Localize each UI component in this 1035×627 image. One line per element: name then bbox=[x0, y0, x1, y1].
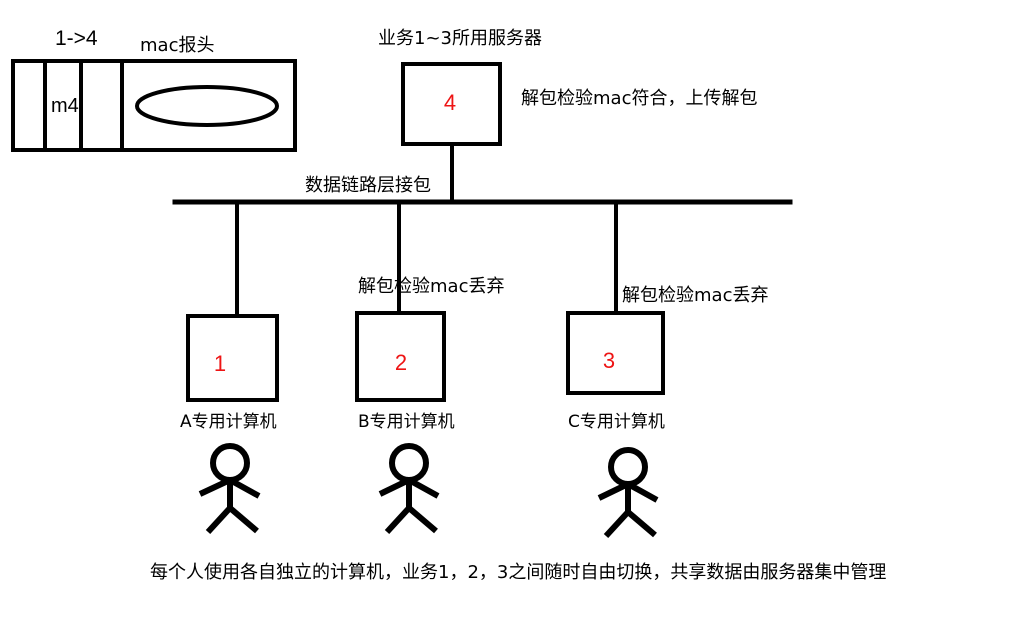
packet-diagram: 1->4 mac报头 m4 bbox=[11, 27, 297, 152]
node-a-number: 1 bbox=[214, 351, 226, 376]
node-b-number: 2 bbox=[395, 350, 407, 375]
node-c-number: 3 bbox=[603, 348, 615, 373]
network-bus: 数据链路层接包 bbox=[172, 175, 793, 205]
server-number: 4 bbox=[444, 90, 456, 115]
packet-payload-ellipse bbox=[135, 85, 279, 127]
stick-figure-b bbox=[378, 443, 440, 535]
node-a[interactable]: 1 A专用计算机 bbox=[180, 202, 279, 432]
packet-outer-box bbox=[11, 59, 297, 152]
node-b[interactable]: 解包检验mac丢弃 2 B专用计算机 bbox=[355, 202, 504, 432]
node-b-note: 解包检验mac丢弃 bbox=[358, 276, 504, 297]
packet-direction-label: 1->4 bbox=[55, 27, 98, 50]
node-c[interactable]: 解包检验mac丢弃 3 C专用计算机 bbox=[566, 202, 768, 432]
packet-cell-m4: m4 bbox=[51, 95, 79, 117]
stick-figure-a bbox=[198, 443, 261, 535]
stick-figure-c bbox=[597, 447, 659, 539]
mac-header-label: mac报头 bbox=[140, 35, 214, 56]
diagram-caption: 每个人使用各自独立的计算机，业务1，2，3之间随时自由切换，共享数据由服务器集中… bbox=[150, 562, 886, 583]
node-a-label: A专用计算机 bbox=[180, 412, 277, 432]
node-c-box[interactable] bbox=[566, 311, 665, 395]
node-a-box[interactable] bbox=[186, 314, 279, 402]
server-note: 解包检验mac符合，上传解包 bbox=[521, 88, 757, 109]
server-caption: 业务1~3所用服务器 bbox=[378, 28, 542, 49]
node-c-note: 解包检验mac丢弃 bbox=[622, 285, 768, 306]
node-b-label: B专用计算机 bbox=[358, 412, 455, 432]
node-b-box[interactable] bbox=[355, 311, 446, 402]
bus-label: 数据链路层接包 bbox=[305, 175, 431, 196]
server-node[interactable]: 业务1~3所用服务器 4 解包检验mac符合，上传解包 bbox=[378, 28, 757, 202]
node-c-label: C专用计算机 bbox=[568, 412, 665, 432]
